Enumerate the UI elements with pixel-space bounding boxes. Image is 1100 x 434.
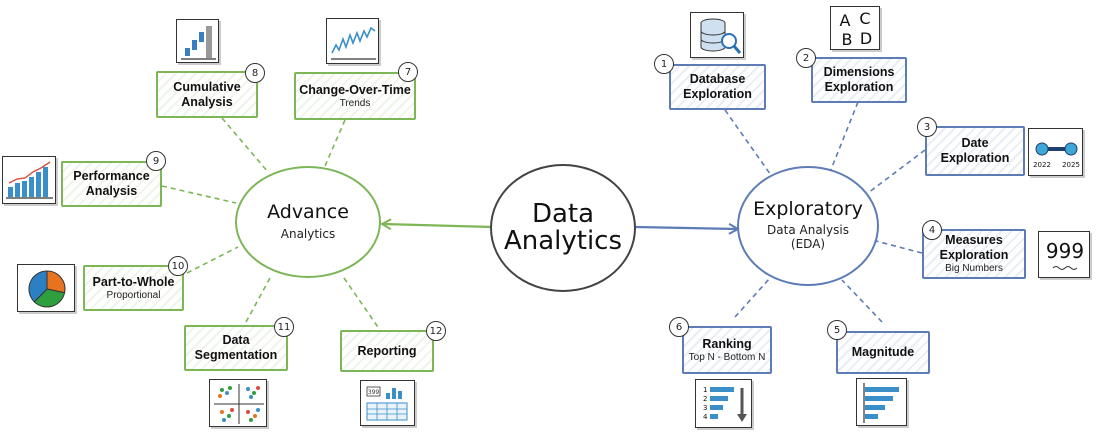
rank-label-4: 4 xyxy=(703,413,708,421)
box-title-2: Exploration xyxy=(939,248,1009,262)
cluster-scatter-icon xyxy=(209,379,267,427)
box-part-to-whole: Part-to-Whole Proportional xyxy=(83,265,184,311)
box-title-2: Segmentation xyxy=(194,348,278,362)
number-badge-2: 2 xyxy=(796,48,816,68)
box-title: Date xyxy=(961,136,989,150)
box-title: Part-to-Whole xyxy=(92,274,175,289)
exploratory-hub: Exploratory Data Analysis (EDA) xyxy=(737,166,879,286)
box-magnitude: Magnitude xyxy=(836,331,930,374)
number-badge-10: 10 xyxy=(168,256,188,276)
advance-title: Advance xyxy=(267,200,349,223)
advance-analytics-hub: Advance Analytics xyxy=(235,166,381,278)
pie-chart-icon xyxy=(17,264,75,312)
box-title-2: Analysis xyxy=(181,94,233,109)
box-title: Database xyxy=(689,72,746,86)
box-title-2: Exploration xyxy=(940,151,1010,165)
box-title: Reporting xyxy=(357,343,417,358)
letter-c: C xyxy=(859,9,870,28)
box-title: Data xyxy=(222,333,250,347)
box-date-exploration: Date Exploration xyxy=(925,126,1025,176)
report-number-text: 399 xyxy=(368,389,380,396)
link-magnitude xyxy=(841,279,883,323)
box-title-2: Exploration xyxy=(824,80,894,94)
rank-label-3: 3 xyxy=(703,404,707,412)
link-ranking xyxy=(734,277,771,318)
database-search-icon xyxy=(690,12,744,58)
timeline-start-year: 2022 xyxy=(1033,161,1051,169)
box-dimensions-exploration: Dimensions Exploration xyxy=(811,57,907,103)
letter-a: A xyxy=(840,11,851,30)
timeline-icon: 2022 2025 xyxy=(1028,128,1083,176)
letter-d: D xyxy=(860,29,872,48)
ranking-list-icon: 1 2 3 4 xyxy=(695,379,752,428)
box-subtitle: Trends xyxy=(339,97,371,109)
box-subtitle: Proportional xyxy=(106,289,161,301)
box-change-over-time: Change-Over-Time Trends xyxy=(294,72,416,120)
link-cumulative xyxy=(221,117,269,173)
box-data-segmentation: Data Segmentation xyxy=(184,325,288,371)
report-table-icon: 399 xyxy=(360,380,415,426)
number-badge-3: 3 xyxy=(917,117,937,137)
number-badge-7: 7 xyxy=(398,62,418,82)
box-title: Cumulative xyxy=(173,79,241,94)
number-badge-12: 12 xyxy=(426,321,446,341)
number-badge-8: 8 xyxy=(245,63,265,83)
link-reporting xyxy=(343,277,381,331)
link-dimensions xyxy=(829,101,859,173)
number-badge-4: 4 xyxy=(922,220,942,240)
advance-subtitle: Analytics xyxy=(280,226,336,241)
number-badge-9: 9 xyxy=(146,151,166,171)
number-badge-5: 5 xyxy=(827,320,847,340)
link-database xyxy=(724,109,774,179)
box-reporting: Reporting xyxy=(340,330,434,372)
letter-b: B xyxy=(842,30,853,49)
link-part-to-whole xyxy=(186,246,239,274)
box-title-2: Analysis xyxy=(85,184,138,198)
box-title: Dimensions xyxy=(823,65,895,79)
box-title: Ranking xyxy=(702,336,752,351)
number-badge-1: 1 xyxy=(654,54,674,74)
box-title: Change-Over-Time xyxy=(299,82,411,97)
box-title-2: Exploration xyxy=(683,87,752,101)
box-subtitle: Top N - Bottom N xyxy=(688,351,766,363)
exploratory-title: Exploratory xyxy=(753,198,863,221)
waterfall-chart-icon xyxy=(176,19,219,63)
big-number-text: 999 xyxy=(1046,239,1084,263)
exploratory-subtitle1: Data Analysis xyxy=(767,223,849,238)
data-analytics-hub: Data Analytics xyxy=(490,164,636,292)
box-cumulative-analysis: Cumulative Analysis xyxy=(156,71,258,118)
arrow-to-advance xyxy=(383,224,493,227)
rank-label-2: 2 xyxy=(703,395,707,403)
timeline-end-year: 2025 xyxy=(1062,161,1080,169)
box-title: Performance xyxy=(73,169,150,183)
horizontal-bars-icon xyxy=(856,378,907,426)
box-title: Magnitude xyxy=(851,345,915,359)
box-title: Measures xyxy=(945,233,1003,247)
number-badge-6: 6 xyxy=(669,317,689,337)
number-badge-11: 11 xyxy=(274,317,294,337)
rising-bars-icon xyxy=(2,156,56,204)
exploratory-subtitle2: (EDA) xyxy=(790,237,826,252)
link-measures xyxy=(871,239,923,254)
arrow-to-exploratory xyxy=(635,227,737,229)
box-measures-exploration: Measures Exploration Big Numbers xyxy=(922,229,1026,279)
link-segmentation xyxy=(245,277,271,323)
trend-line-icon xyxy=(326,18,379,64)
link-change-over-time xyxy=(324,119,346,167)
link-performance xyxy=(161,185,237,204)
box-subtitle: Big Numbers xyxy=(945,263,1003,274)
box-performance-analysis: Performance Analysis xyxy=(61,161,162,207)
link-date xyxy=(867,149,926,194)
box-database-exploration: Database Exploration xyxy=(669,64,766,110)
hub-title-line1: Data xyxy=(531,198,595,229)
box-ranking: Ranking Top N - Bottom N xyxy=(682,326,772,374)
rank-label-1: 1 xyxy=(703,386,707,394)
big-number-icon: 999 xyxy=(1038,231,1090,278)
letters-abcd-icon: A C B D xyxy=(830,6,880,50)
hub-title-line2: Analytics xyxy=(503,226,623,256)
